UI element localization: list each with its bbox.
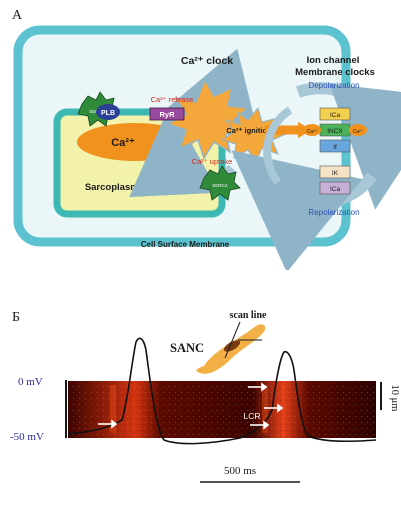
ca-ignition-label: Ca²⁺ ignition xyxy=(226,126,272,135)
ca-ion-right xyxy=(349,124,367,136)
sr-label: Sarcoplasmic Reticulum xyxy=(85,182,195,193)
depolarization-label: Depolarization xyxy=(308,81,359,90)
plb xyxy=(96,104,120,120)
um-scale-label: 10 μm xyxy=(389,385,400,412)
sanc-label: SANC xyxy=(170,341,204,355)
ca-ion-left-label: Ca²⁺ xyxy=(307,129,318,135)
lcr-arrows xyxy=(98,382,284,430)
ca-clock-burst xyxy=(166,78,250,160)
channel-ica-bottom xyxy=(319,181,351,195)
channel-ica-top-label: ICa xyxy=(330,112,341,119)
plb-label: PLB xyxy=(101,110,115,117)
membrane-clock-arrow-left xyxy=(231,150,377,270)
ca-ion-left xyxy=(303,124,321,136)
cell-membrane-label: Cell Surface Membrane xyxy=(141,240,230,249)
channel-ica-top xyxy=(319,107,351,121)
repolarization-label: Repolarization xyxy=(308,208,359,217)
scan-line-mark xyxy=(224,321,241,359)
lcr-label: LCR xyxy=(243,411,260,421)
ca-clock-label: Ca²⁺ clock xyxy=(181,55,233,67)
ion-channel-title-2: Membrane clocks xyxy=(295,67,375,78)
panel-b-letter: Б xyxy=(12,310,21,325)
ca-ion-right-label: Ca²⁺ xyxy=(353,129,364,135)
ryr-channel xyxy=(149,107,185,121)
scan-line-label: scan line xyxy=(230,310,268,321)
channel-ica-bottom-label: ICa xyxy=(330,186,341,193)
panel-a-letter: А xyxy=(12,8,23,23)
action-potential-trace xyxy=(67,337,377,445)
membrane-clock-arrow-inner xyxy=(263,106,293,185)
ryr-label: RyR xyxy=(159,110,175,119)
ca-clock-diagram: Cell Surface Membrane Sarcoplasmic Retic… xyxy=(13,25,401,270)
ca-uptake-label: Ca²⁺ uptake xyxy=(192,157,233,166)
minus50-mv-label: -50 mV xyxy=(10,431,44,443)
line-scan-noise xyxy=(68,381,376,438)
sanc-nucleus xyxy=(223,340,241,352)
ca-store-label: Ca²⁺ xyxy=(111,137,135,149)
ca-release-label: Ca²⁺ release xyxy=(151,95,194,104)
membrane-clock-arrow-right xyxy=(296,82,401,210)
time-scale-label: 500 ms xyxy=(224,465,256,477)
serca-label-bottom: SERCA xyxy=(212,183,228,188)
channel-incx-label: INCX xyxy=(327,128,343,135)
channel-if-label: If xyxy=(333,144,337,151)
scan-figure: SANC scan line 0 mV -50 mV 10 μm LCR 500… xyxy=(10,310,400,483)
zero-mv-label: 0 mV xyxy=(18,376,43,388)
lcr-spark-2 xyxy=(262,385,268,433)
lcr-spark-1 xyxy=(110,385,116,433)
ion-channel-title-1: Ion channel xyxy=(307,55,360,66)
channel-ik-label: IK xyxy=(332,170,339,177)
channel-if xyxy=(319,139,351,153)
channel-ik xyxy=(319,165,351,179)
